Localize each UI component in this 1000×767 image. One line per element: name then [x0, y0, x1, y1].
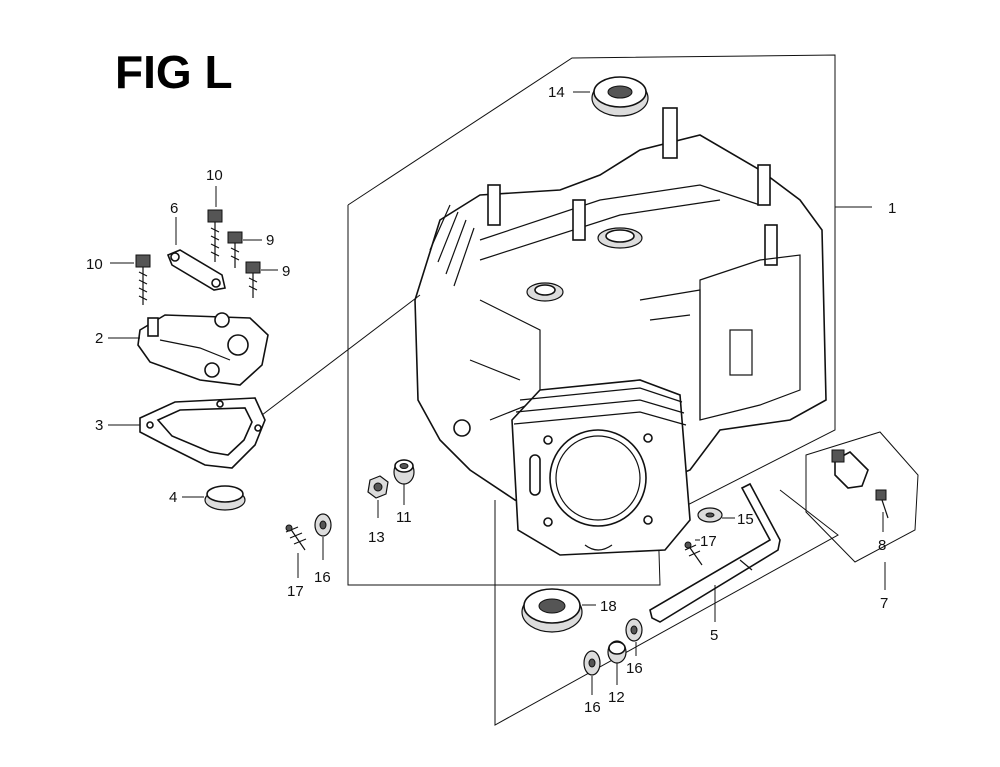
washer-part-15	[697, 507, 723, 523]
callout-17-right: 17	[700, 533, 717, 550]
callout-10-upper: 10	[206, 167, 223, 184]
assembly-boundary-1	[347, 54, 836, 586]
callout-16-right: 16	[626, 660, 643, 677]
callout-17-left: 17	[287, 583, 304, 600]
washer-part-16-right	[625, 618, 643, 642]
cylinder-bore	[511, 379, 691, 556]
callout-7: 7	[880, 595, 888, 612]
bolt-part-9-upper	[227, 231, 243, 268]
washer-part-16-left	[314, 513, 332, 537]
callout-16-left: 16	[314, 569, 331, 586]
breather-cover-part-2	[137, 312, 269, 386]
fitting-part-7	[831, 449, 869, 489]
bolt-part-17-right	[684, 541, 703, 566]
plate-part-6	[166, 249, 226, 291]
callout-1: 1	[888, 200, 896, 217]
bearing-part-18	[521, 588, 583, 633]
callout-15: 15	[737, 511, 754, 528]
plug-part-4	[204, 485, 246, 511]
bolt-part-10-lower	[135, 254, 151, 305]
dowel-part-11	[393, 459, 415, 485]
bolt-part-9-lower	[245, 261, 261, 298]
assembly-boundary-7	[805, 431, 919, 563]
bolt-part-17-left	[285, 524, 307, 551]
screw-part-8	[875, 489, 889, 519]
callout-2: 2	[95, 330, 103, 347]
callout-16-lower: 16	[584, 699, 601, 716]
callout-11: 11	[396, 509, 412, 526]
bolt-part-10-upper	[207, 209, 223, 262]
dowel-part-12	[607, 640, 627, 664]
callout-13: 13	[368, 529, 385, 546]
callout-4: 4	[169, 489, 177, 506]
nut-part-13	[367, 475, 389, 499]
callout-3: 3	[95, 417, 103, 434]
callout-12: 12	[608, 689, 625, 706]
callout-6: 6	[170, 200, 178, 217]
callout-10-lower: 10	[86, 256, 103, 273]
callout-9-upper: 9	[266, 232, 274, 249]
oil-tube-part-5	[649, 482, 781, 623]
callout-5: 5	[710, 627, 718, 644]
callout-14: 14	[548, 84, 565, 101]
figure-title: FIG L	[115, 46, 233, 98]
washer-part-16-lower	[583, 650, 601, 676]
oil-seal-part-14	[591, 76, 649, 117]
callout-9-lower: 9	[282, 263, 290, 280]
gasket-part-3	[139, 397, 266, 469]
callout-18: 18	[600, 598, 617, 615]
assembly-boundary-lower	[494, 489, 839, 726]
callout-8: 8	[878, 537, 886, 554]
